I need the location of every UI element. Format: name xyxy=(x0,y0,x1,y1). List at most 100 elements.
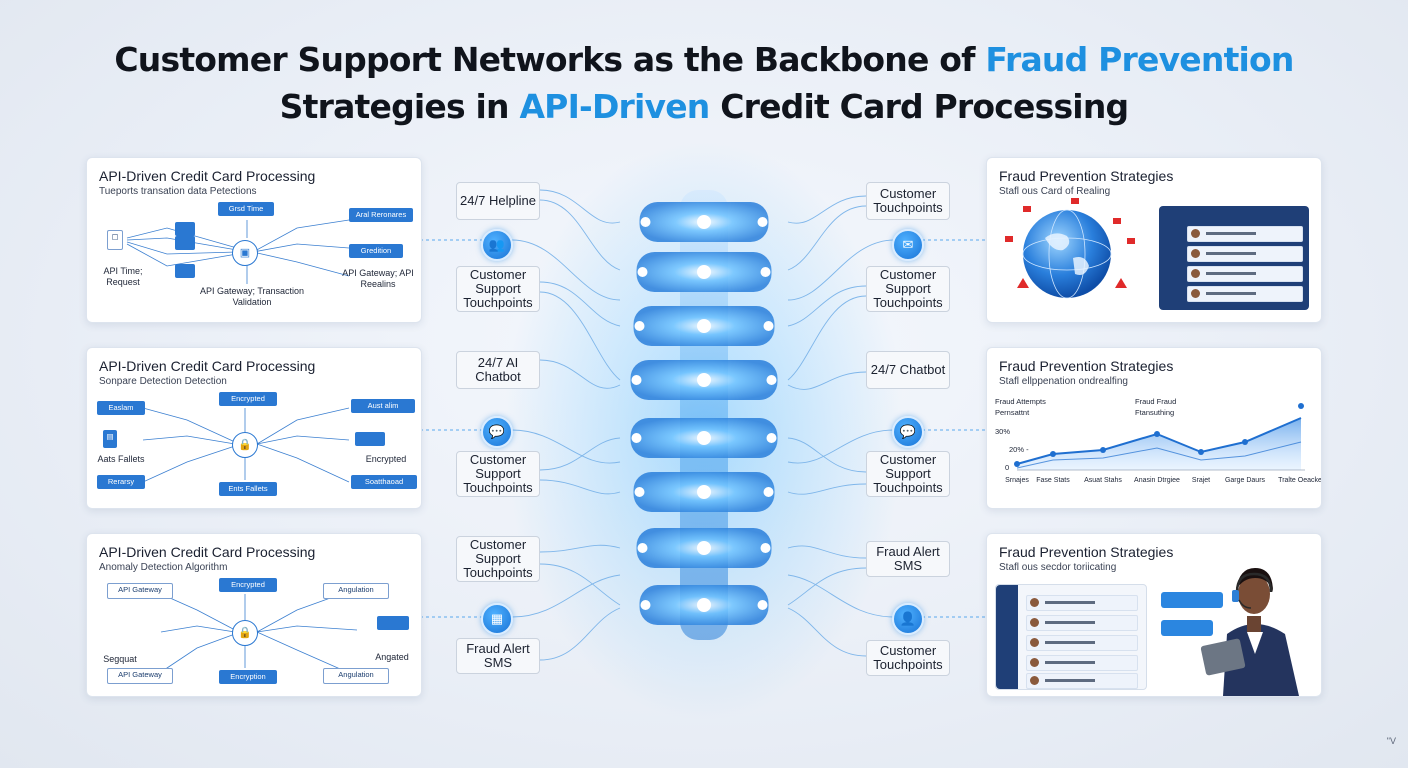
vertebra-node xyxy=(697,541,711,555)
gateway-hub-icon: ▣ xyxy=(232,240,258,266)
vertebra-node xyxy=(697,598,711,612)
flow-chip-left-bottom: Rerarsy xyxy=(97,475,145,489)
vertebra-node xyxy=(757,600,768,610)
flow-label-right-bottom: API Gateway; API Reealins xyxy=(342,268,414,289)
flow-chip-left-bottom: API Gateway xyxy=(107,668,173,684)
computer-icon: ▢ xyxy=(107,230,123,250)
title-text: Customer Support Networks as the Backbon… xyxy=(114,40,986,79)
right-panel-3: Fraud Prevention Strategies Stafl ous se… xyxy=(986,533,1322,697)
panel-connectors xyxy=(420,239,986,618)
chart-x-label: Asuat Stahs xyxy=(1084,477,1122,484)
title-text: Strategies in xyxy=(279,87,520,126)
label-helpline: 24/7 Helpline xyxy=(456,182,540,220)
label-support-touchpoints: Customer Support Touchpoints xyxy=(456,451,540,497)
flow-label-bottom: API Gateway; Transaction Validation xyxy=(199,286,305,307)
panel-subtitle: Tueports transation data Petections xyxy=(99,186,257,197)
flow-label-right-mid: Angated xyxy=(375,652,409,662)
panel-title: API-Driven Credit Card Processing xyxy=(99,544,316,560)
spine xyxy=(630,190,778,640)
label-customer-touchpoints: Customer Touchpoints xyxy=(866,182,950,220)
flow-chip-top: Encrypted xyxy=(219,392,277,406)
label-ai-chatbot: 24/7 AI Chatbot xyxy=(456,351,540,389)
vertebra-node xyxy=(640,600,651,610)
chat-bubble xyxy=(1161,592,1223,608)
label-support-touchpoints: Customer Support Touchpoints xyxy=(456,266,540,312)
vertebra-node xyxy=(760,543,771,553)
vertebra-node xyxy=(640,217,651,227)
flow-chip-top: Encrypted xyxy=(219,578,277,592)
title-text: Credit Card Processing xyxy=(709,87,1129,126)
chart-x-label: Srajet xyxy=(1191,477,1211,484)
title-highlight: API-Driven xyxy=(519,87,710,126)
label-support-touchpoints: Customer Support Touchpoints xyxy=(456,536,540,582)
lock-hub-icon: 🔒 xyxy=(232,620,258,646)
panel-title: Fraud Prevention Strategies xyxy=(999,358,1174,374)
flow-chip xyxy=(175,264,195,278)
chart-x-label: Fase Stats xyxy=(1036,477,1070,484)
flow-chip-right-top: Aust alim xyxy=(351,399,415,413)
flow-chip-bottom: Encryption xyxy=(219,670,277,684)
flow-chip-top: Grsd Time xyxy=(218,202,274,216)
vertebra-node xyxy=(634,487,645,497)
globe-illustration xyxy=(1005,198,1135,299)
chat-icon: 💬 xyxy=(481,416,513,448)
vertebra-node xyxy=(634,321,645,331)
vertebra-node xyxy=(766,375,777,385)
vertebra-node xyxy=(637,267,648,277)
vertebra-node xyxy=(631,375,642,385)
chart-y-label: 20% - xyxy=(1009,445,1029,454)
vertebra-node xyxy=(763,487,774,497)
vertebra-node xyxy=(697,265,711,279)
vertebra-node xyxy=(631,433,642,443)
chat-row xyxy=(1026,615,1138,631)
grid-icon: ▦ xyxy=(481,603,513,635)
flow-lines xyxy=(126,219,350,284)
dashboard-row xyxy=(1187,266,1303,282)
support-agent-illustration xyxy=(1200,568,1299,696)
panel-title: Fraud Prevention Strategies xyxy=(999,544,1174,560)
right-fan-lines xyxy=(787,195,895,657)
chart-x-label: Tralte Oeacket xyxy=(1278,477,1322,484)
flow-chip-right-top: Angulation xyxy=(323,583,389,599)
panel-title: Fraud Prevention Strategies xyxy=(999,168,1174,184)
flow-chip xyxy=(175,222,195,236)
panel-subtitle: Stafl ous secdor toriicating xyxy=(999,562,1117,573)
lock-hub-icon: 🔒 xyxy=(232,432,258,458)
dashboard-row xyxy=(1187,246,1303,262)
flow-chip xyxy=(175,236,195,250)
dashboard-row xyxy=(1187,286,1303,302)
panel-title: API-Driven Credit Card Processing xyxy=(99,168,316,184)
left-panel-1: API-Driven Credit Card Processing Tuepor… xyxy=(86,157,422,323)
flow-label-left-mid: Aats Fallets xyxy=(97,454,145,464)
flow-chip xyxy=(377,616,409,630)
user-icon: 👤 xyxy=(892,603,924,635)
panel-subtitle: Anomaly Detection Algorithm xyxy=(99,562,228,573)
chat-row xyxy=(1026,595,1138,611)
flow-chip-right-bottom: Angulation xyxy=(323,668,389,684)
right-panel-1: Fraud Prevention Strategies Stafl ous Ca… xyxy=(986,157,1322,323)
chart-legend-mid: Fraud Fraud Ftansuthing xyxy=(1135,397,1177,417)
left-fan-lines xyxy=(511,189,621,661)
vertebra-node xyxy=(697,373,711,387)
flow-chip-right-top: Aral Reronares xyxy=(349,208,413,222)
panel-title: API-Driven Credit Card Processing xyxy=(99,358,316,374)
chat-row xyxy=(1026,655,1138,671)
chart-y-label: 30% xyxy=(995,427,1011,436)
flow-chip-right-mid: Gredition xyxy=(349,244,403,258)
people-icon: 👥 xyxy=(481,229,513,261)
chart-x-label: Anasin Dtrgiee xyxy=(1134,477,1180,484)
message-icon: ✉ xyxy=(892,229,924,261)
panel-subtitle: Stafl ous Card of Realing xyxy=(999,186,1111,197)
panel-subtitle: Sonpare Detection Detection xyxy=(99,376,227,387)
chart-x-label: Srnajes xyxy=(1005,477,1029,484)
dashboard-row xyxy=(1187,226,1303,242)
vertebra-node xyxy=(760,267,771,277)
chat-icon: 💬 xyxy=(892,416,924,448)
right-panel-2: Fraud Prevention Strategies Stafl ellppe… xyxy=(986,347,1322,509)
chat-bubble xyxy=(1161,620,1213,636)
dashboard-mockup xyxy=(1159,206,1309,310)
flow-chip-bottom: Ents Fallets xyxy=(219,482,277,496)
panel-subtitle: Stafl ellppenation ondrealfing xyxy=(999,376,1128,387)
vertebra-node xyxy=(763,321,774,331)
